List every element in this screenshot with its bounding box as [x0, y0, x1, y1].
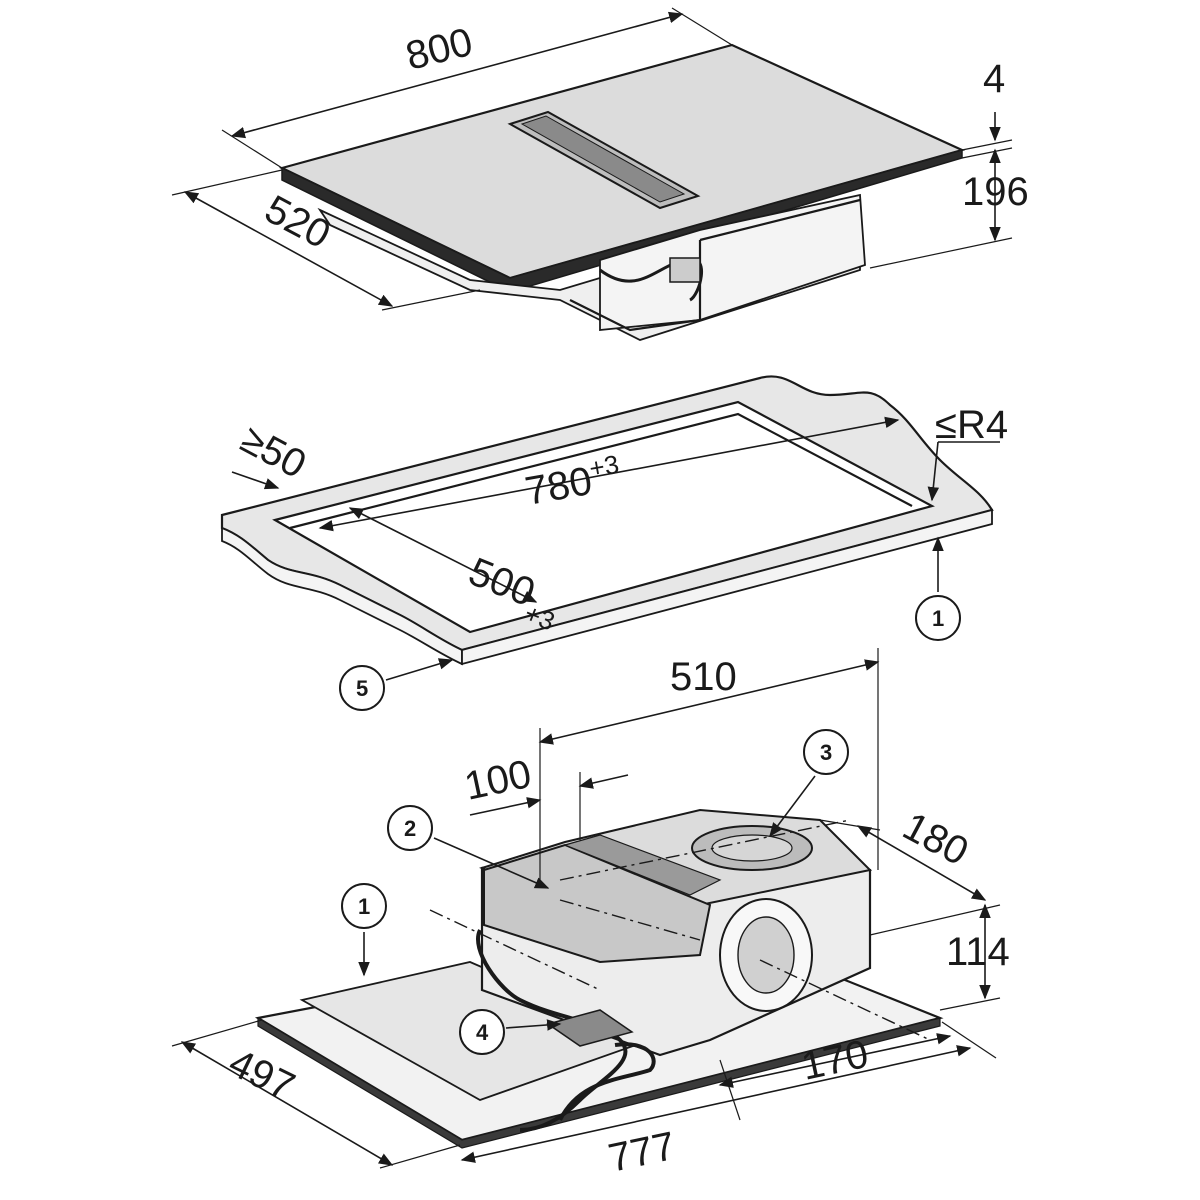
hob-top-view: 800 520 4 196 [171, 7, 1029, 341]
ext-114-bottom [939, 997, 1001, 1011]
hob-fan-housing [599, 193, 866, 331]
centre-line-1 [559, 819, 851, 881]
dim-line-497 [180, 1041, 394, 1166]
hob-housing-side [699, 198, 861, 242]
dim-line-520 [183, 191, 394, 307]
callout-1-bottom-label: 1 [358, 894, 370, 919]
callout-3-leader [769, 775, 816, 838]
callout-3 [803, 729, 849, 775]
ext-glass-top [961, 139, 1013, 151]
dim-line-180 [856, 825, 987, 901]
dim-line-777 [460, 1045, 972, 1163]
dim-label-100: 100 [461, 752, 535, 809]
dim-line-510 [538, 659, 880, 745]
callout-3-label: 3 [820, 740, 832, 765]
ext-777-right [941, 1021, 997, 1059]
dim-label-r4: ≤R4 [935, 403, 1008, 447]
dim-line-100 [469, 797, 542, 816]
dim-line-100b [578, 774, 629, 789]
dim-tol-780: +3 [587, 449, 621, 484]
callout-4-label: 4 [476, 1020, 489, 1045]
dim-line-800 [230, 11, 684, 139]
callout-2 [387, 805, 433, 851]
dim-label-4: 4 [983, 57, 1005, 101]
ext-497-top [171, 1019, 263, 1047]
ext-glass-bottom [961, 147, 1013, 159]
hob-connector [669, 257, 701, 283]
callout-1-bottom [341, 883, 387, 929]
ext-520-bottom [381, 289, 481, 311]
worktop-cutout-view: ≥50 ≤R4 780+3 500+3 1 5 [220, 375, 1008, 711]
centre-line-2 [559, 899, 701, 941]
ext-497-bottom [379, 1144, 461, 1169]
callout-4 [459, 1009, 505, 1055]
dim-label-777: 777 [605, 1124, 679, 1181]
fan-top-outlet-inner [711, 834, 793, 862]
callout-2-leader [433, 837, 550, 889]
centre-line-3 [759, 959, 931, 1041]
ext-800-left [221, 129, 283, 169]
ext-114-top [869, 904, 1001, 936]
dim-label-510: 510 [670, 655, 737, 699]
ext-520-top [171, 169, 283, 196]
dim-label-497: 497 [222, 1041, 301, 1110]
ext-body-bottom [869, 237, 1013, 269]
dim-line-r4-leader [927, 441, 940, 502]
connection-box [546, 1009, 634, 1047]
dim-label-180: 180 [896, 804, 976, 874]
fan-impeller [737, 916, 795, 994]
dim-label-800: 800 [402, 20, 477, 79]
dim-label-196: 196 [962, 170, 1029, 214]
callout-4-leader [505, 1019, 562, 1031]
callout-2-label: 2 [404, 816, 416, 841]
fan-unit-view: 510 100 180 114 170 497 777 1 [171, 648, 1010, 1181]
centre-line-4 [429, 909, 601, 991]
callout-1-top-label: 1 [932, 606, 944, 631]
filter-grille [563, 834, 722, 896]
callout-5-label: 5 [356, 676, 368, 701]
callout-5 [339, 665, 385, 711]
dim-label-114: 114 [946, 930, 1010, 974]
dim-line-min50 [231, 471, 280, 490]
callout-5-leader [385, 658, 454, 681]
dim-line-500 [348, 507, 538, 603]
worktop-slab-right [461, 508, 993, 666]
callout-1-top [915, 595, 961, 641]
